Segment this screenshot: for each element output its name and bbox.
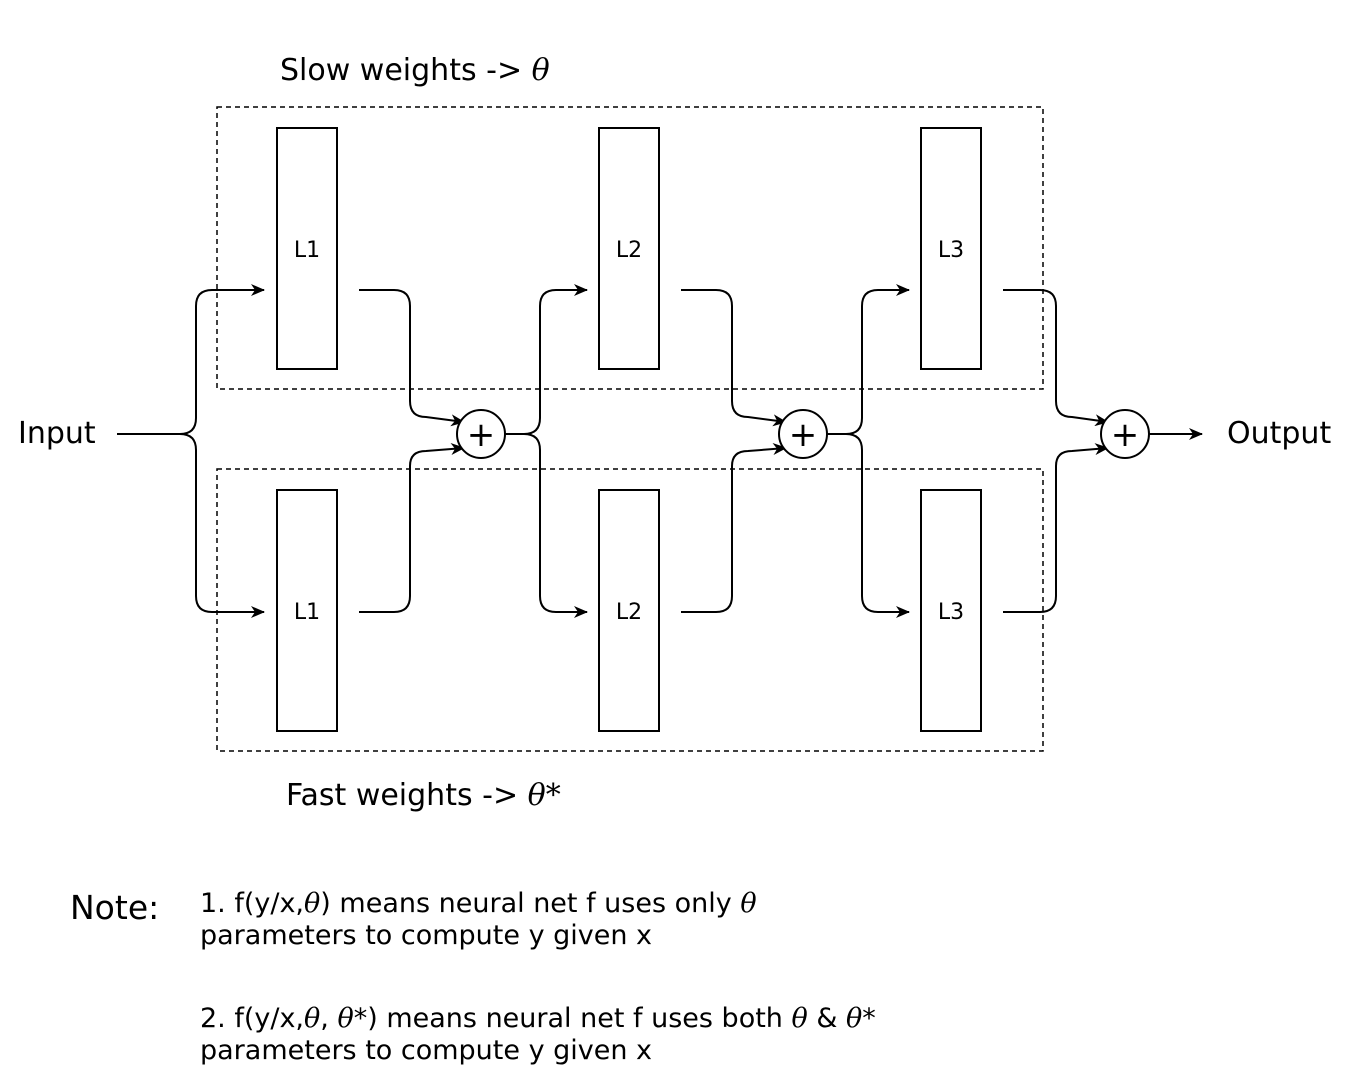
fast-layer-1-label: L1 [294,600,320,625]
adder-3-plus: + [1111,415,1140,455]
adder-1-to-fast-l2-arrow [523,433,588,618]
input-to-fast-l1-arrow [179,433,265,618]
fast-weights-group [216,468,1044,752]
fast-layer-2-label: L2 [616,600,642,625]
adder-2-to-fast-l3-arrow [845,433,910,618]
adder-2: + [778,409,828,459]
note-2-line-2: parameters to compute y given x [200,1035,653,1066]
note-heading: Note: [70,888,160,927]
output-label: Output [1227,416,1331,451]
fast-layer-2: L2 [598,489,660,732]
fast-l2-to-adder-2-arrow [681,443,787,613]
adder-2-plus: + [789,415,818,455]
adder-3: + [1100,409,1150,459]
slow-l2-to-adder-2-arrow [681,289,787,427]
note-1-line-1: 1. f(y/x,θ) means neural net f uses only… [200,888,757,919]
slow-layer-2-label: L2 [616,238,642,263]
fast-l3-to-adder-3-arrow [1003,443,1109,613]
adder-1-to-slow-l2-arrow [505,284,588,435]
fast-layer-1: L1 [276,489,338,732]
slow-weights-group [216,106,1044,390]
note-2: 2. f(y/x,θ, θ*) means neural net f uses … [200,1003,876,1067]
adder-1-plus: + [467,415,496,455]
note-1: 1. f(y/x,θ) means neural net f uses only… [200,888,757,952]
slow-layer-2: L2 [598,127,660,370]
connectors [117,284,1203,618]
slow-layer-3: L3 [920,127,982,370]
slow-layer-3-label: L3 [938,238,964,263]
input-label: Input [18,416,96,451]
fast-layer-3: L3 [920,489,982,732]
slow-layer-1: L1 [276,127,338,370]
adder-1: + [456,409,506,459]
fast-layer-3-label: L3 [938,600,964,625]
fast-weights-title: Fast weights -> θ* [286,778,561,813]
adder-2-to-slow-l3-arrow [827,284,910,435]
note-2-line-1: 2. f(y/x,θ, θ*) means neural net f uses … [200,1003,876,1034]
note-1-line-2: parameters to compute y given x [200,920,653,951]
slow-l1-to-adder-1-arrow [359,289,465,427]
fast-l1-to-adder-1-arrow [359,443,465,613]
slow-layer-1-label: L1 [294,238,320,263]
slow-l3-to-adder-3-arrow [1003,289,1109,427]
slow-weights-title: Slow weights -> θ [280,53,550,88]
input-to-slow-l1-arrow [117,284,265,435]
